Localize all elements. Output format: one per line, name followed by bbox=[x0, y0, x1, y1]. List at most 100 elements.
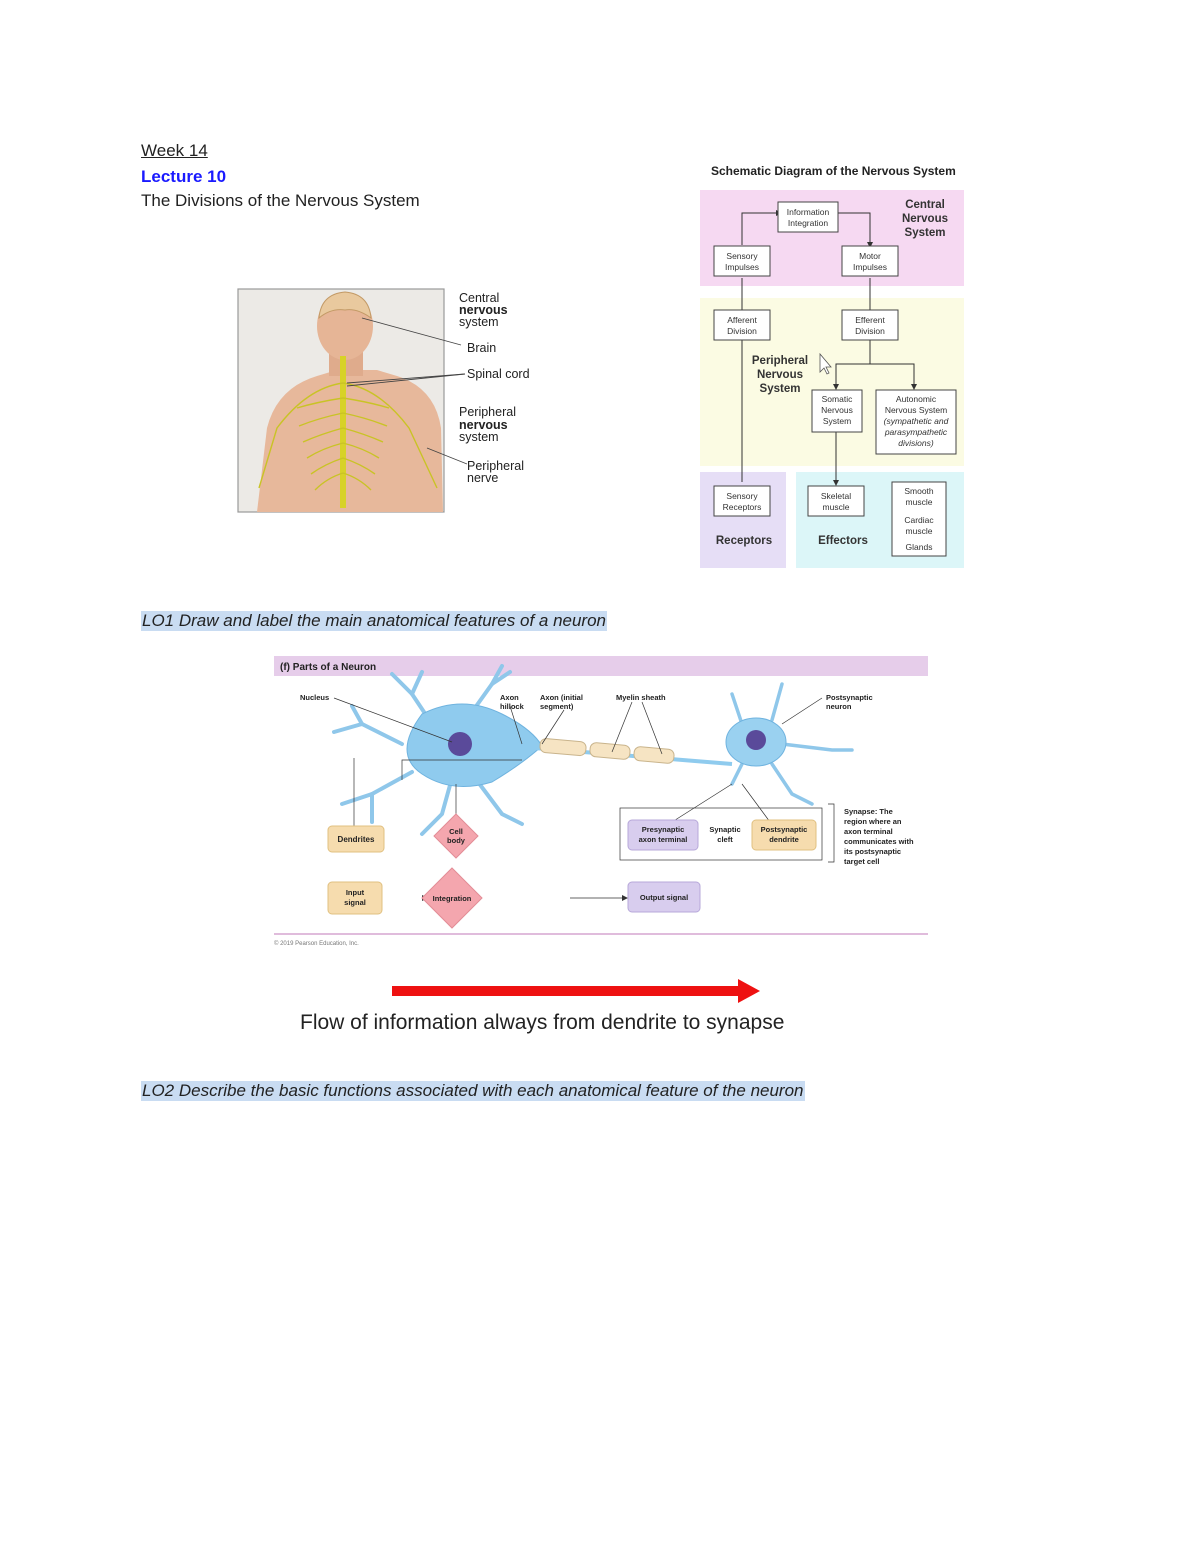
label-postsynaptic-neuron-2: neuron bbox=[826, 702, 852, 711]
box-sensory-receptors-l1: Sensory bbox=[726, 491, 758, 501]
label-axon-initial-2: segment) bbox=[540, 702, 574, 711]
label-presynaptic-2: axon terminal bbox=[639, 835, 688, 844]
neuron-diagram: (f) Parts of a Neuron bbox=[274, 656, 928, 947]
box-somatic-l2: Nervous bbox=[821, 405, 853, 415]
learning-objective-2: LO2 Describe the basic functions associa… bbox=[141, 1081, 805, 1101]
box-smooth-l3: Cardiac bbox=[904, 515, 934, 525]
label-leader-lines bbox=[346, 317, 468, 465]
box-autonomic-l2: Nervous System bbox=[885, 405, 947, 415]
box-sensory-receptors-l2: Receptors bbox=[723, 502, 762, 512]
cns-label-3: System bbox=[905, 227, 946, 239]
flow-arrow-icon bbox=[392, 979, 760, 1003]
box-afferent-l1: Afferent bbox=[727, 315, 757, 325]
box-smooth-l2: muscle bbox=[906, 497, 933, 507]
label-brain: Brain bbox=[467, 341, 496, 355]
lecture-heading: Lecture 10 bbox=[141, 167, 227, 186]
label-synapse-desc-2: region where an bbox=[844, 817, 902, 826]
nucleus-shape bbox=[448, 732, 472, 756]
label-cell-body-1: Cell bbox=[449, 827, 463, 836]
box-autonomic-l5: divisions) bbox=[898, 438, 934, 448]
label-nerve-1: Peripheral bbox=[467, 459, 524, 473]
label-cns-2: nervous bbox=[459, 303, 508, 317]
label-pns-1: Peripheral bbox=[459, 405, 516, 419]
box-efferent-l1: Efferent bbox=[855, 315, 885, 325]
label-synapse-desc-3: axon terminal bbox=[844, 827, 893, 836]
box-efferent-l2: Division bbox=[855, 326, 885, 336]
box-autonomic-l1: Autonomic bbox=[896, 394, 937, 404]
cell-body-callout bbox=[433, 813, 479, 859]
box-somatic bbox=[811, 389, 863, 433]
box-info-integration-l1: Information bbox=[787, 207, 830, 217]
label-output-signal: Output signal bbox=[640, 893, 688, 902]
box-afferent-l2: Division bbox=[727, 326, 757, 336]
label-synapse-desc-1: Synapse: The bbox=[844, 807, 893, 816]
peripheral-nerves bbox=[258, 382, 438, 491]
output-signal-callout bbox=[627, 881, 701, 913]
label-synapse-desc-4: communicates with bbox=[844, 837, 914, 846]
label-axon-hillock-2: hillock bbox=[500, 702, 525, 711]
box-motor-impulses bbox=[841, 245, 899, 277]
schematic-connectors bbox=[741, 212, 915, 482]
cell-body-shape bbox=[406, 703, 543, 787]
flow-caption: Flow of information always from dendrite… bbox=[300, 1011, 785, 1034]
receptors-label: Receptors bbox=[716, 535, 772, 547]
label-input-signal-1: Input bbox=[346, 888, 365, 897]
box-skeletal-muscle bbox=[807, 485, 865, 517]
mouse-cursor-icon bbox=[819, 352, 832, 375]
box-somatic-l3: System bbox=[823, 416, 851, 426]
label-synapse-desc-6: target cell bbox=[844, 857, 879, 866]
label-input-signal-2: signal bbox=[344, 898, 366, 907]
label-cell-body-2: body bbox=[447, 836, 466, 845]
label-axon-initial-1: Axon (initial bbox=[540, 693, 583, 702]
box-sensory-impulses-l2: Impulses bbox=[725, 262, 759, 272]
cns-label-1: Central bbox=[905, 199, 945, 211]
neuron-title-bar bbox=[274, 656, 928, 676]
label-pns-3: system bbox=[459, 430, 499, 444]
page-subtitle: The Divisions of the Nervous System bbox=[141, 191, 420, 210]
box-sensory-impulses bbox=[713, 245, 771, 277]
week-heading: Week 14 bbox=[141, 141, 208, 160]
box-smooth-l1: Smooth bbox=[904, 486, 934, 496]
brain-shape bbox=[318, 291, 372, 320]
box-info-integration-l2: Integration bbox=[788, 218, 828, 228]
box-motor-impulses-l2: Impulses bbox=[853, 262, 887, 272]
pns-label-3: System bbox=[760, 383, 801, 395]
box-smooth-l4: muscle bbox=[906, 526, 933, 536]
label-integration: Integration bbox=[433, 894, 472, 903]
label-synaptic-cleft-1: Synaptic bbox=[709, 825, 740, 834]
postsynaptic-dendrites bbox=[730, 682, 854, 806]
label-cns-1: Central bbox=[459, 291, 499, 305]
label-synapse-desc-5: its postsynaptic bbox=[844, 847, 901, 856]
label-axon-hillock-1: Axon bbox=[500, 693, 519, 702]
box-afferent bbox=[713, 309, 771, 341]
label-postsynaptic-dendrite-2: dendrite bbox=[769, 835, 799, 844]
neuron-copyright: © 2019 Pearson Education, Inc. bbox=[274, 940, 359, 947]
label-dendrites: Dendrites bbox=[338, 835, 375, 844]
effectors-label: Effectors bbox=[818, 535, 868, 547]
box-skeletal-l1: Skeletal bbox=[821, 491, 851, 501]
box-info-integration bbox=[777, 201, 839, 233]
box-smooth-cardiac-glands bbox=[891, 481, 947, 557]
myelin-sheath-segments bbox=[539, 738, 675, 764]
label-nucleus: Nucleus bbox=[300, 693, 329, 702]
pns-label-2: Nervous bbox=[757, 369, 803, 381]
label-spinal-cord: Spinal cord bbox=[467, 367, 530, 381]
cns-label-2: Nervous bbox=[902, 213, 948, 225]
box-sensory-impulses-l1: Sensory bbox=[726, 251, 758, 261]
dendrite-branches bbox=[332, 664, 524, 836]
pns-label-1: Peripheral bbox=[752, 355, 808, 367]
box-autonomic-l3: (sympathetic and bbox=[884, 416, 949, 426]
nervous-system-body-figure: Central nervous system Brain Spinal cord… bbox=[237, 288, 530, 513]
learning-objective-1: LO1 Draw and label the main anatomical f… bbox=[141, 611, 607, 631]
schematic-diagram: Schematic Diagram of the Nervous System … bbox=[700, 164, 964, 568]
neuron-title: (f) Parts of a Neuron bbox=[280, 662, 376, 673]
label-postsynaptic-dendrite-1: Postsynaptic bbox=[761, 825, 808, 834]
label-cns-3: system bbox=[459, 315, 499, 329]
label-presynaptic-1: Presynaptic bbox=[642, 825, 685, 834]
box-sensory-receptors bbox=[713, 485, 771, 517]
box-skeletal-l2: muscle bbox=[823, 502, 850, 512]
box-motor-impulses-l1: Motor bbox=[859, 251, 881, 261]
box-autonomic bbox=[875, 389, 957, 455]
schematic-title: Schematic Diagram of the Nervous System bbox=[711, 164, 956, 178]
label-postsynaptic-neuron-1: Postsynaptic bbox=[826, 693, 873, 702]
